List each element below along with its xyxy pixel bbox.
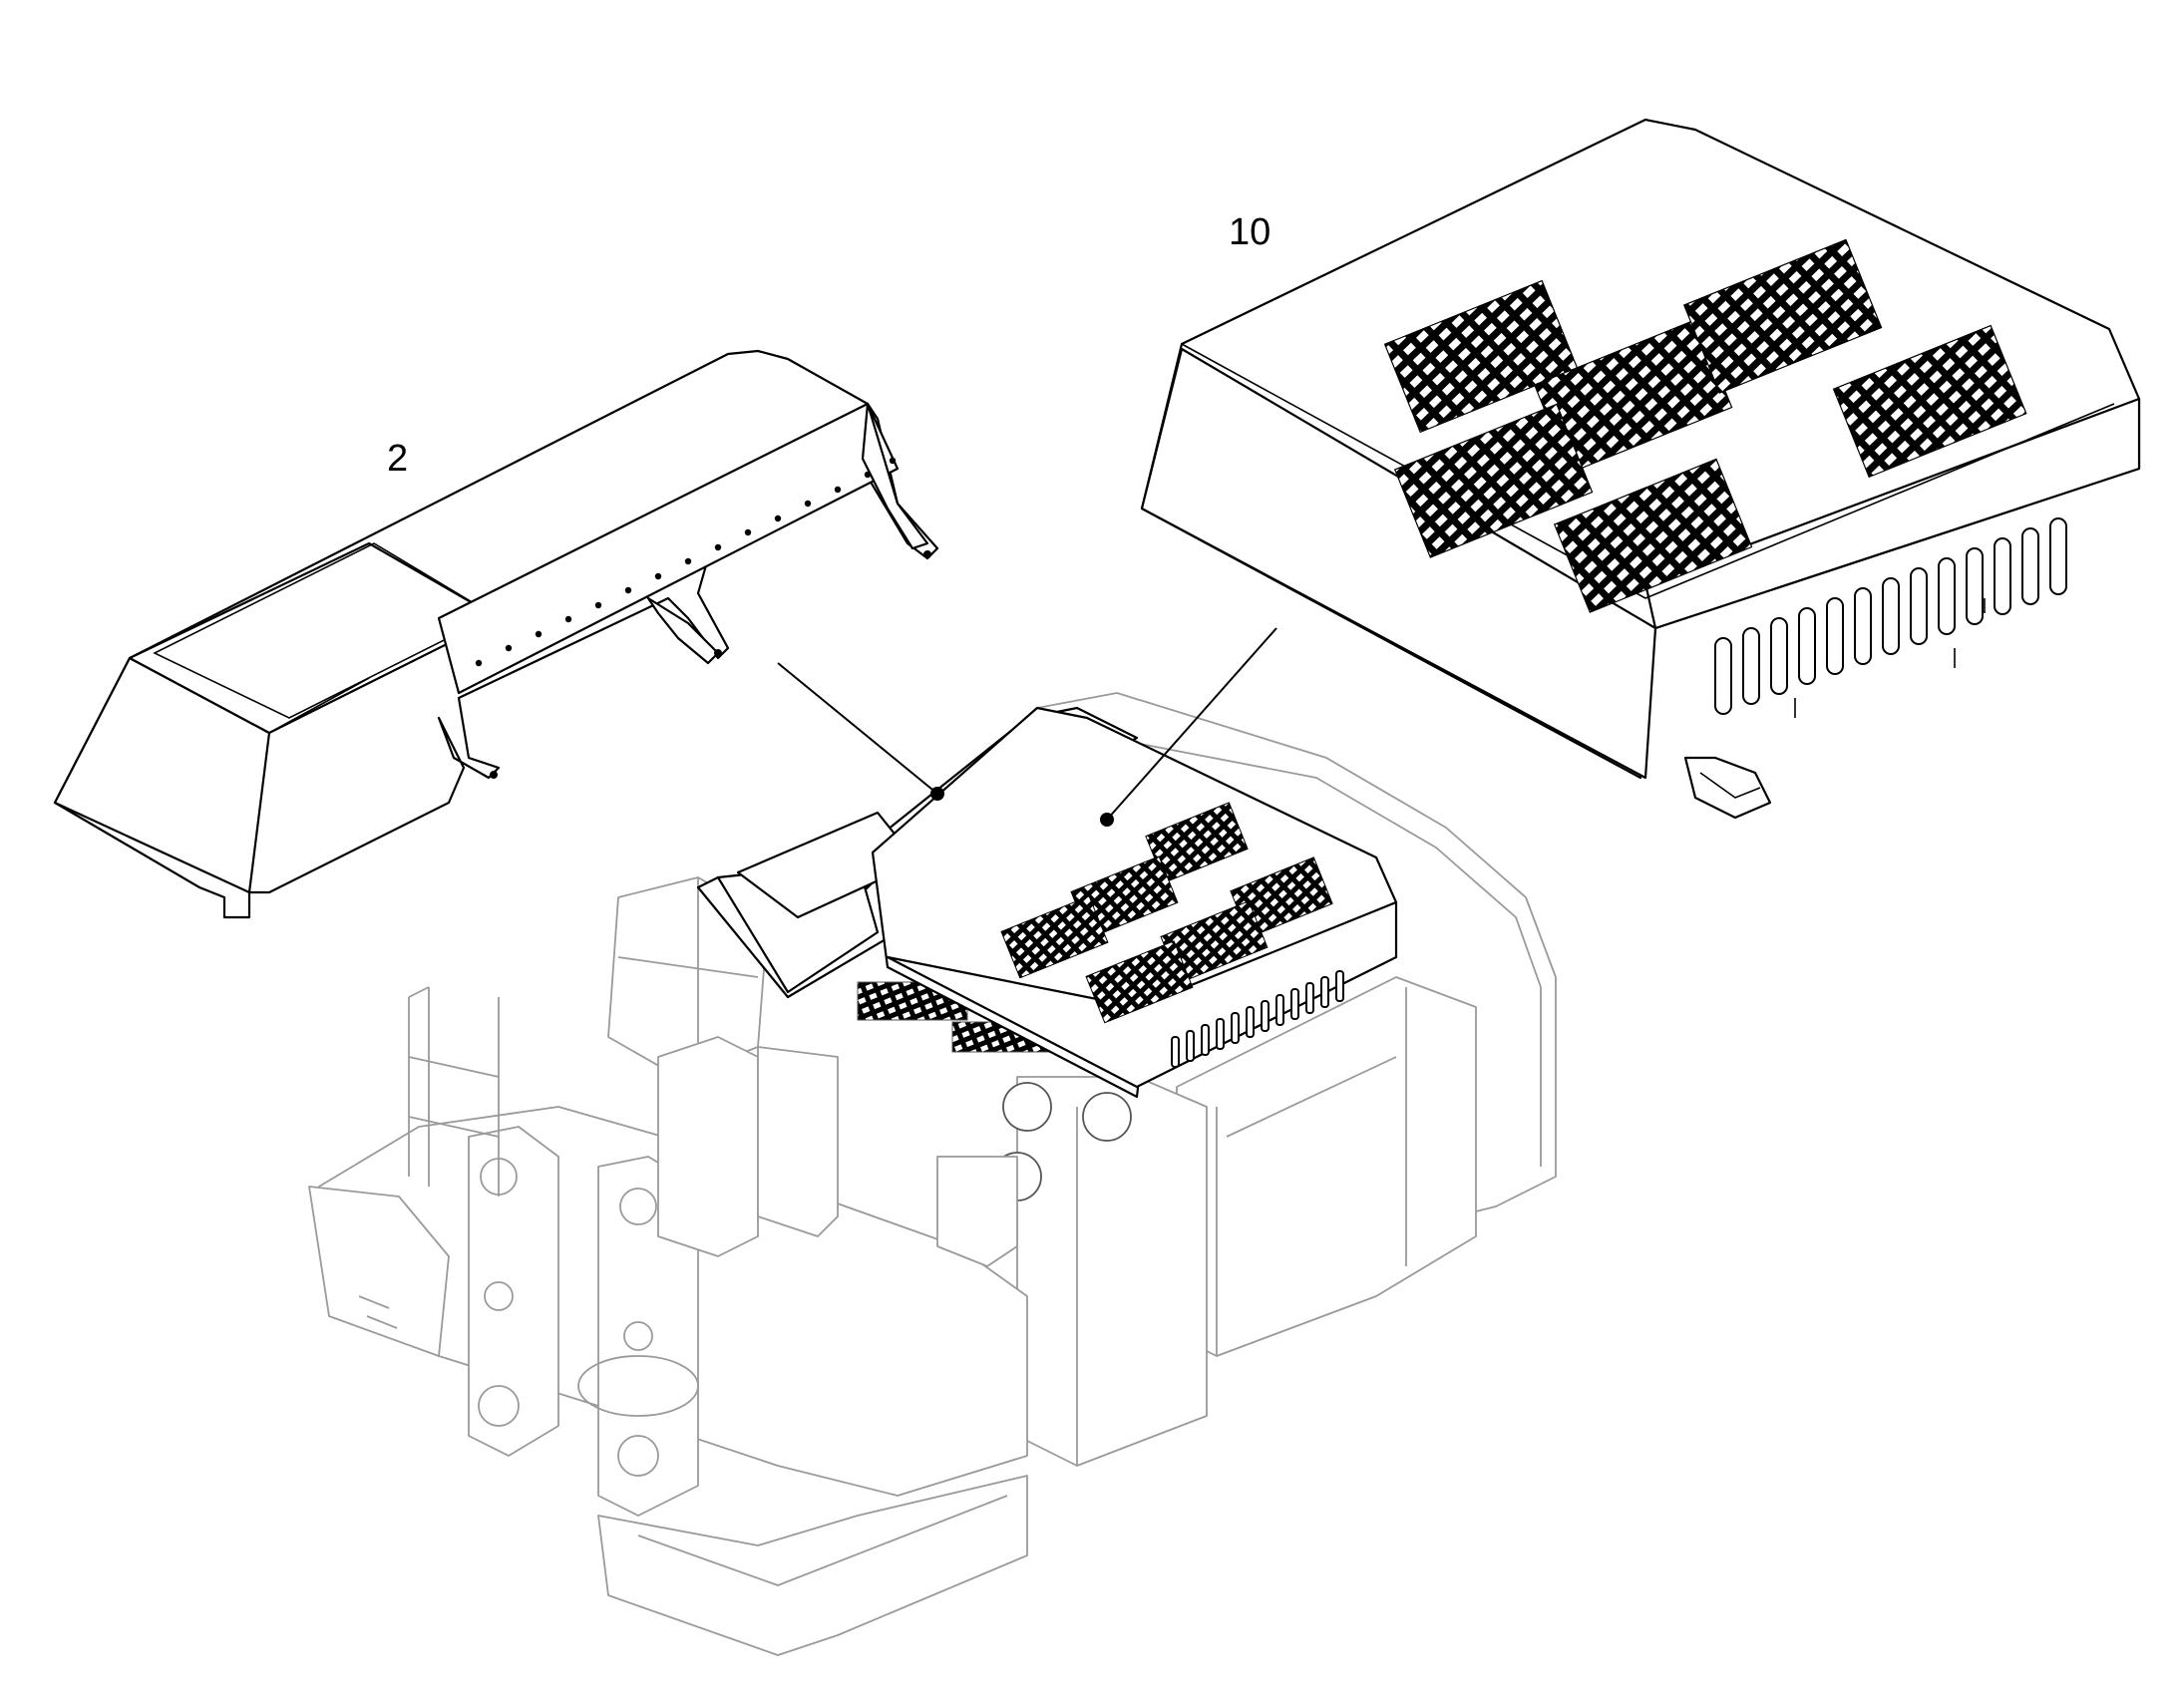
leader-lines (777, 627, 1277, 827)
callout-2-label: 2 (387, 438, 408, 480)
part-2-engine-hood-left[interactable] (53, 349, 939, 919)
installed-right-hood (871, 706, 1398, 1099)
callout-10-label: 10 (1229, 211, 1271, 253)
part-10-engine-hood-right[interactable] (1140, 118, 2141, 820)
upper-frame-assembly (308, 692, 1557, 1656)
